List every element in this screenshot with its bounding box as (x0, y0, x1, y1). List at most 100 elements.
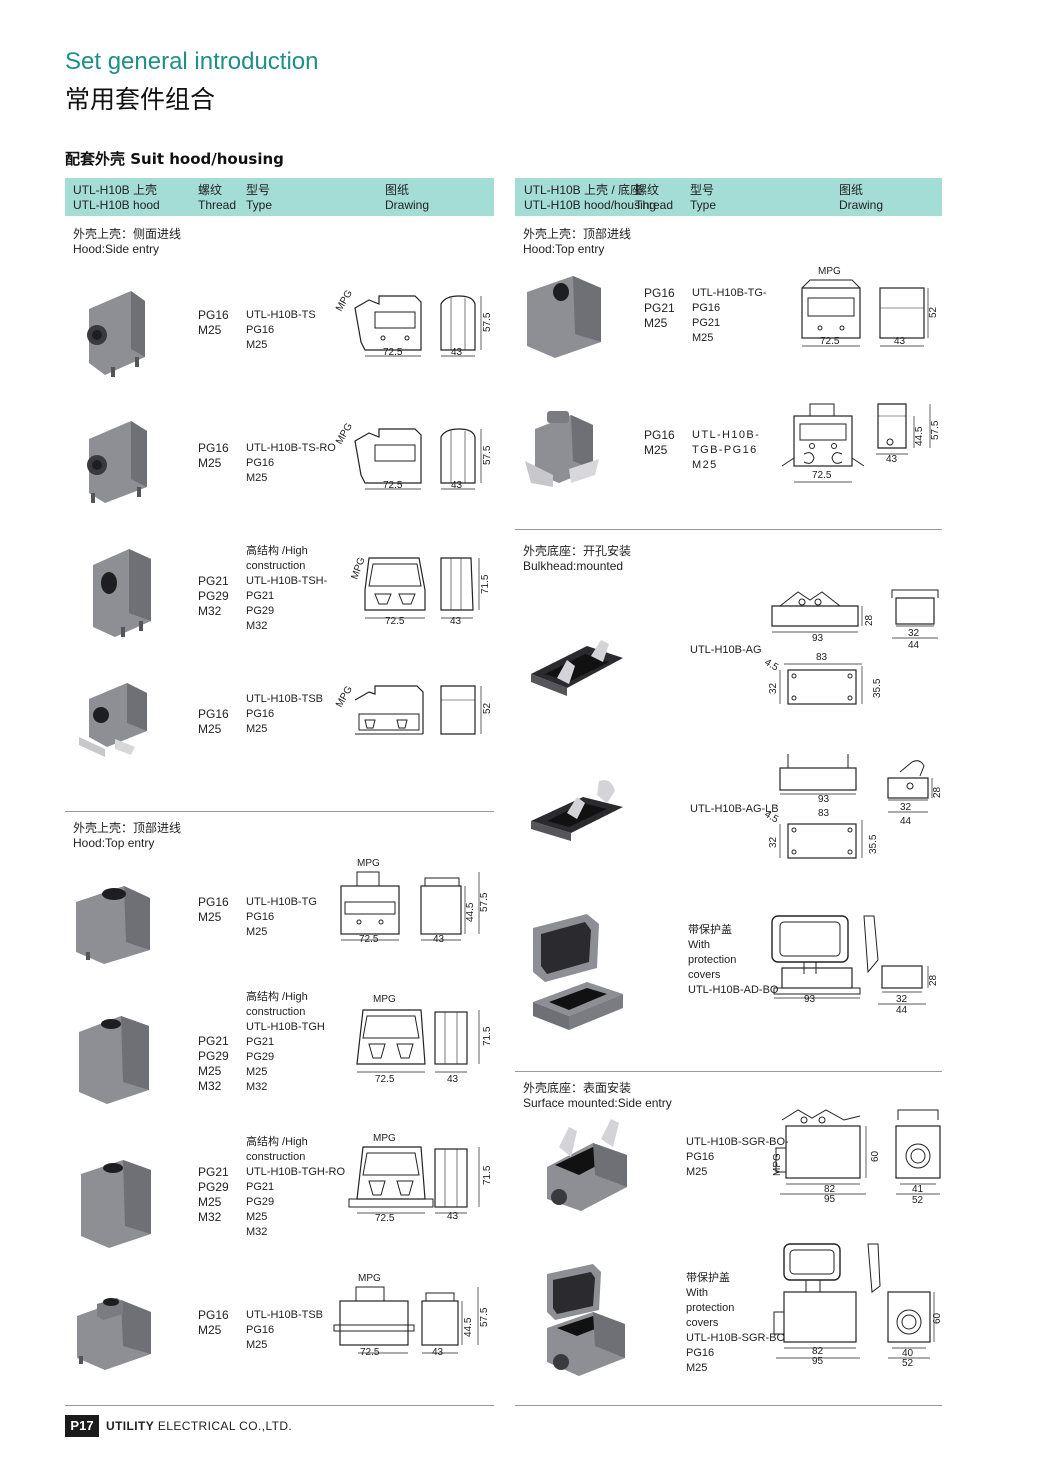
product-photo (77, 415, 155, 512)
dim-label: 72.5 (812, 470, 832, 481)
dim-label: 44 (896, 1005, 908, 1016)
dim-label: 44.5 (914, 426, 925, 446)
dim-label: 72.5 (360, 1347, 380, 1358)
company-name-rest: ELECTRICAL CO.,LTD. (154, 1419, 293, 1433)
dim-label: 60 (870, 1150, 881, 1162)
dim-label: MPG (334, 288, 355, 313)
dim-label: 52 (912, 1195, 924, 1206)
table-header-left: UTL-H10B 上壳 UTL-H10B hood 螺纹 Thread 型号 T… (65, 178, 494, 216)
dim-label: 43 (451, 480, 463, 491)
dim-label: 82 (824, 1184, 836, 1195)
dim-label: 57.5 (482, 312, 493, 332)
thread-spec: PG16 M25 (198, 895, 229, 924)
product-photo (537, 1117, 637, 1232)
company-name-bold: UTILITY (106, 1419, 155, 1433)
dim-label: 60 (932, 1312, 943, 1324)
dim-label: 32 (908, 628, 920, 639)
dim-label: MPG (334, 684, 355, 709)
group-title-hood-top-entry: 外壳上壳：顶部进线 Hood:Top entry (73, 821, 182, 850)
dim-label: 71.5 (482, 1026, 493, 1046)
product-photo (527, 622, 627, 719)
header-col-housing: UTL-H10B 上壳 / 底座 UTL-H10B hood/housing (524, 183, 657, 212)
technical-drawing: MPG 72.5 43 52 (790, 262, 945, 357)
dim-label: 32 (768, 682, 779, 694)
thread-spec: PG21 PG29 M32 (198, 574, 229, 618)
dim-label: 43 (886, 454, 898, 465)
dim-label: MPG (373, 994, 396, 1005)
dim-label: 95 (824, 1194, 836, 1205)
thread-spec: PG21 PG29 M25 M32 (198, 1034, 229, 1093)
header-col-hood: UTL-H10B 上壳 UTL-H10B hood (73, 183, 160, 212)
dim-label: 72.5 (820, 336, 840, 347)
dim-label: 41 (912, 1184, 924, 1195)
dim-label: MPG (373, 1133, 396, 1144)
technical-drawing: MPG 72.5 43 57.5 (334, 284, 495, 369)
thread-spec: PG16 M25 (198, 1308, 229, 1337)
type-spec: 高结构 /High construction UTL-H10B-TSH- PG2… (246, 545, 328, 632)
thread-spec: PG16 PG21 M25 (644, 286, 675, 330)
dim-label: 43 (447, 1211, 459, 1222)
type-spec: UTL-H10B-AG-LB (690, 803, 779, 815)
dim-label: 52 (928, 306, 939, 318)
product-photo (537, 1262, 637, 1392)
product-photo (77, 1012, 155, 1109)
thread-spec: PG16 M25 (644, 428, 675, 457)
group-title-hood-top-entry-right: 外壳上壳：顶部进线 Hood:Top entry (523, 227, 632, 256)
company-name: UTILITY ELECTRICAL CO.,LTD. (106, 1419, 292, 1433)
product-photo (74, 880, 152, 977)
dim-label: MPG (357, 858, 380, 869)
dim-label: 71.5 (482, 1165, 493, 1185)
header-col-thread: 螺纹 Thread (198, 183, 237, 212)
type-spec: UTL-H10B-TSB PG16 M25 (246, 1309, 324, 1351)
technical-drawing: MPG 72.5 43 71.5 (345, 1131, 495, 1231)
technical-drawing: 82 95 40 52 60 (768, 1240, 946, 1375)
type-spec: UTL-H10B- TGB-PG16 M25 (692, 429, 761, 471)
technical-drawing: MPG 72.5 43 44.5 57.5 (335, 856, 495, 951)
dim-label: 57.5 (482, 445, 493, 465)
group-title-hood-side-entry: 外壳上壳：侧面进线 Hood:Side entry (73, 227, 182, 256)
type-spec: UTL-H10B-TS PG16 M25 (246, 309, 316, 351)
dim-label: 28 (932, 786, 943, 798)
type-spec: UTL-H10B-AG (690, 644, 762, 656)
page-number-badge: P17 (65, 1415, 99, 1437)
dim-label: 57.5 (479, 892, 490, 912)
thread-spec: PG16 M25 (198, 308, 229, 337)
dim-label: MPG (772, 1153, 783, 1176)
page-title-en: Set general introduction (65, 48, 319, 75)
dim-label: 83 (818, 808, 830, 819)
product-photo (527, 773, 627, 870)
dim-label: 72.5 (359, 934, 379, 945)
technical-drawing: MPG 72.5 43 44.5 57.5 (330, 1271, 495, 1366)
technical-drawing: MPG 60 82 95 41 52 (768, 1106, 946, 1216)
header-col-type: 型号 Type (246, 183, 273, 212)
divider (65, 1405, 494, 1406)
product-photo (75, 287, 153, 384)
product-photo (75, 677, 153, 774)
dim-label: MPG (349, 556, 367, 581)
dim-label: 43 (450, 616, 462, 627)
header-col-drawing: 图纸 Drawing (839, 183, 884, 212)
dim-label: 52 (902, 1358, 914, 1369)
technical-drawing: MPG 72.5 43 71.5 (345, 992, 495, 1087)
type-spec: UTL-H10B-SGR-BO- PG16 M25 (686, 1136, 789, 1178)
dim-label: 52 (482, 702, 493, 714)
dim-label: MPG (334, 421, 355, 446)
dim-label: 72.5 (383, 347, 403, 358)
type-spec: 高结构 /High construction UTL-H10B-TGH-RO P… (246, 1136, 346, 1238)
dim-label: 4.5 (763, 809, 781, 826)
dim-label: 93 (804, 994, 816, 1005)
type-spec: 高结构 /High construction UTL-H10B-TGH PG21… (246, 991, 325, 1093)
technical-drawing: MPG 52 (334, 680, 495, 745)
divider (65, 811, 494, 812)
dim-label: 82 (812, 1346, 824, 1357)
dim-label: 44.5 (465, 902, 476, 922)
divider (515, 1405, 942, 1406)
dim-label: MPG (818, 266, 841, 277)
dim-label: 32 (896, 994, 908, 1005)
technical-drawing: 93 83 4.5 32 35.5 32 44 28 (762, 750, 943, 870)
dim-label: 93 (818, 794, 830, 805)
dim-label: 44 (900, 816, 912, 827)
thread-spec: PG21 PG29 M25 M32 (198, 1165, 229, 1224)
type-spec: 带保护盖 With protection covers UTL-H10B-SGR… (686, 1272, 786, 1374)
group-title-bulkhead-mounted: 外壳底座：开孔安装 Bulkhead:mounted (523, 544, 632, 573)
